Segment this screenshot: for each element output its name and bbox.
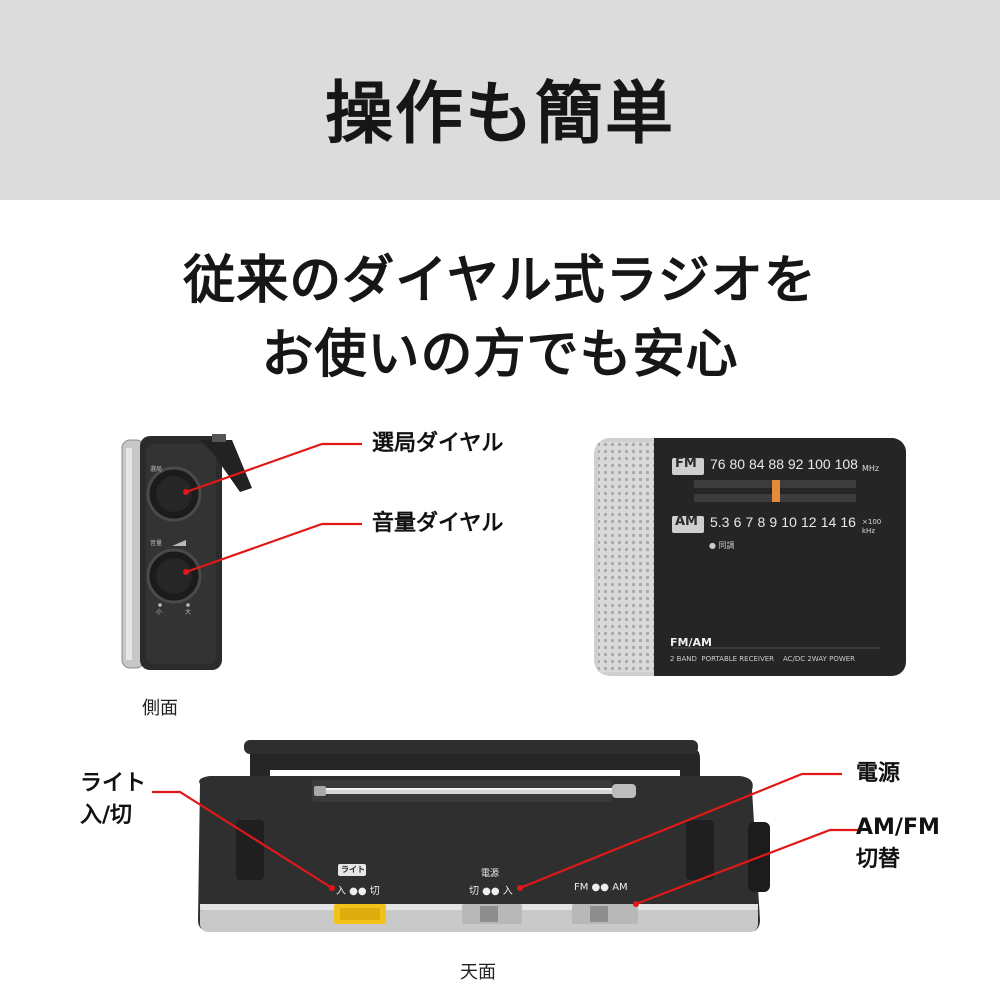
dial-label-volume: 音量	[150, 539, 162, 547]
am-scale-tick: 9	[769, 514, 778, 530]
am-band-tag: AM	[675, 514, 698, 529]
am-scale-tick: 8	[757, 514, 766, 530]
am-scale-tick: 14	[820, 514, 837, 530]
panel-brand: FM/AM	[670, 636, 712, 649]
am-scale-tick: 12	[800, 514, 817, 530]
fm-scale: 76 80 84 88 92 100 108	[710, 456, 858, 472]
switch-light-text: 入 ●● 切	[336, 886, 380, 897]
am-unit-top: ×100	[862, 518, 882, 526]
fm-scale-tick: 92	[787, 456, 804, 472]
panel-spec: 2 BAND PORTABLE RECEIVER AC/DC 2WAY POWE…	[670, 655, 856, 663]
fm-scale-tick: 76	[710, 456, 726, 472]
am-scale-tick: 7	[745, 514, 754, 530]
header-banner: 操作も簡単	[0, 0, 1000, 200]
am-unit-bottom: kHz	[862, 527, 875, 535]
callout-light: ライト 入/切	[80, 768, 146, 832]
am-scale: 5.3 6 7 8 9 10 12 14 16	[710, 514, 856, 530]
switch-band-text: FM ●● AM	[574, 882, 628, 893]
switch-light-tag: ライト	[341, 865, 365, 874]
fm-scale-tick: 100	[807, 456, 831, 472]
fm-scale-tick: 80	[729, 456, 746, 472]
am-scale-tick: 10	[781, 514, 797, 530]
headline-line-2: お使いの方でも安心	[261, 325, 739, 385]
fm-scale-tick: 84	[748, 456, 765, 472]
am-scale-tick: 5.3	[710, 514, 730, 530]
callout-power: 電源	[856, 761, 901, 786]
callout-band-line1: AM/FM	[856, 815, 940, 840]
callout-tuning-dial: 選局ダイヤル	[372, 431, 504, 456]
fm-scale-tick: 108	[834, 456, 858, 472]
fm-band-tag: FM	[675, 456, 697, 471]
am-unit: ×100 kHz	[862, 518, 881, 536]
fm-unit: MHz	[862, 464, 880, 473]
headline-line-1: 従来のダイヤル式ラジオを	[183, 251, 817, 311]
am-scale-tick: 6	[733, 514, 742, 530]
top-view-caption: 天面	[460, 962, 496, 983]
switch-power-text: 切 ●● 入	[469, 886, 513, 897]
switch-power-tag: 電源	[481, 869, 500, 879]
callout-volume-dial: 音量ダイヤル	[372, 511, 504, 536]
dial-label-tuning: 選局	[150, 465, 162, 473]
callout-light-line2: 入/切	[80, 803, 133, 828]
volume-small-label: 小	[156, 608, 162, 616]
side-view-caption: 側面	[142, 698, 178, 719]
banner-title: 操作も簡単	[324, 75, 675, 154]
am-scale-tick: 16	[840, 514, 856, 530]
callout-band: AM/FM 切替	[856, 812, 940, 876]
fm-scale-tick: 88	[768, 456, 784, 472]
callout-band-line2: 切替	[856, 847, 901, 872]
volume-large-label: 大	[185, 608, 191, 616]
callout-light-line1: ライト	[80, 771, 147, 796]
tuning-indicator-label: ● 同調	[709, 541, 735, 550]
